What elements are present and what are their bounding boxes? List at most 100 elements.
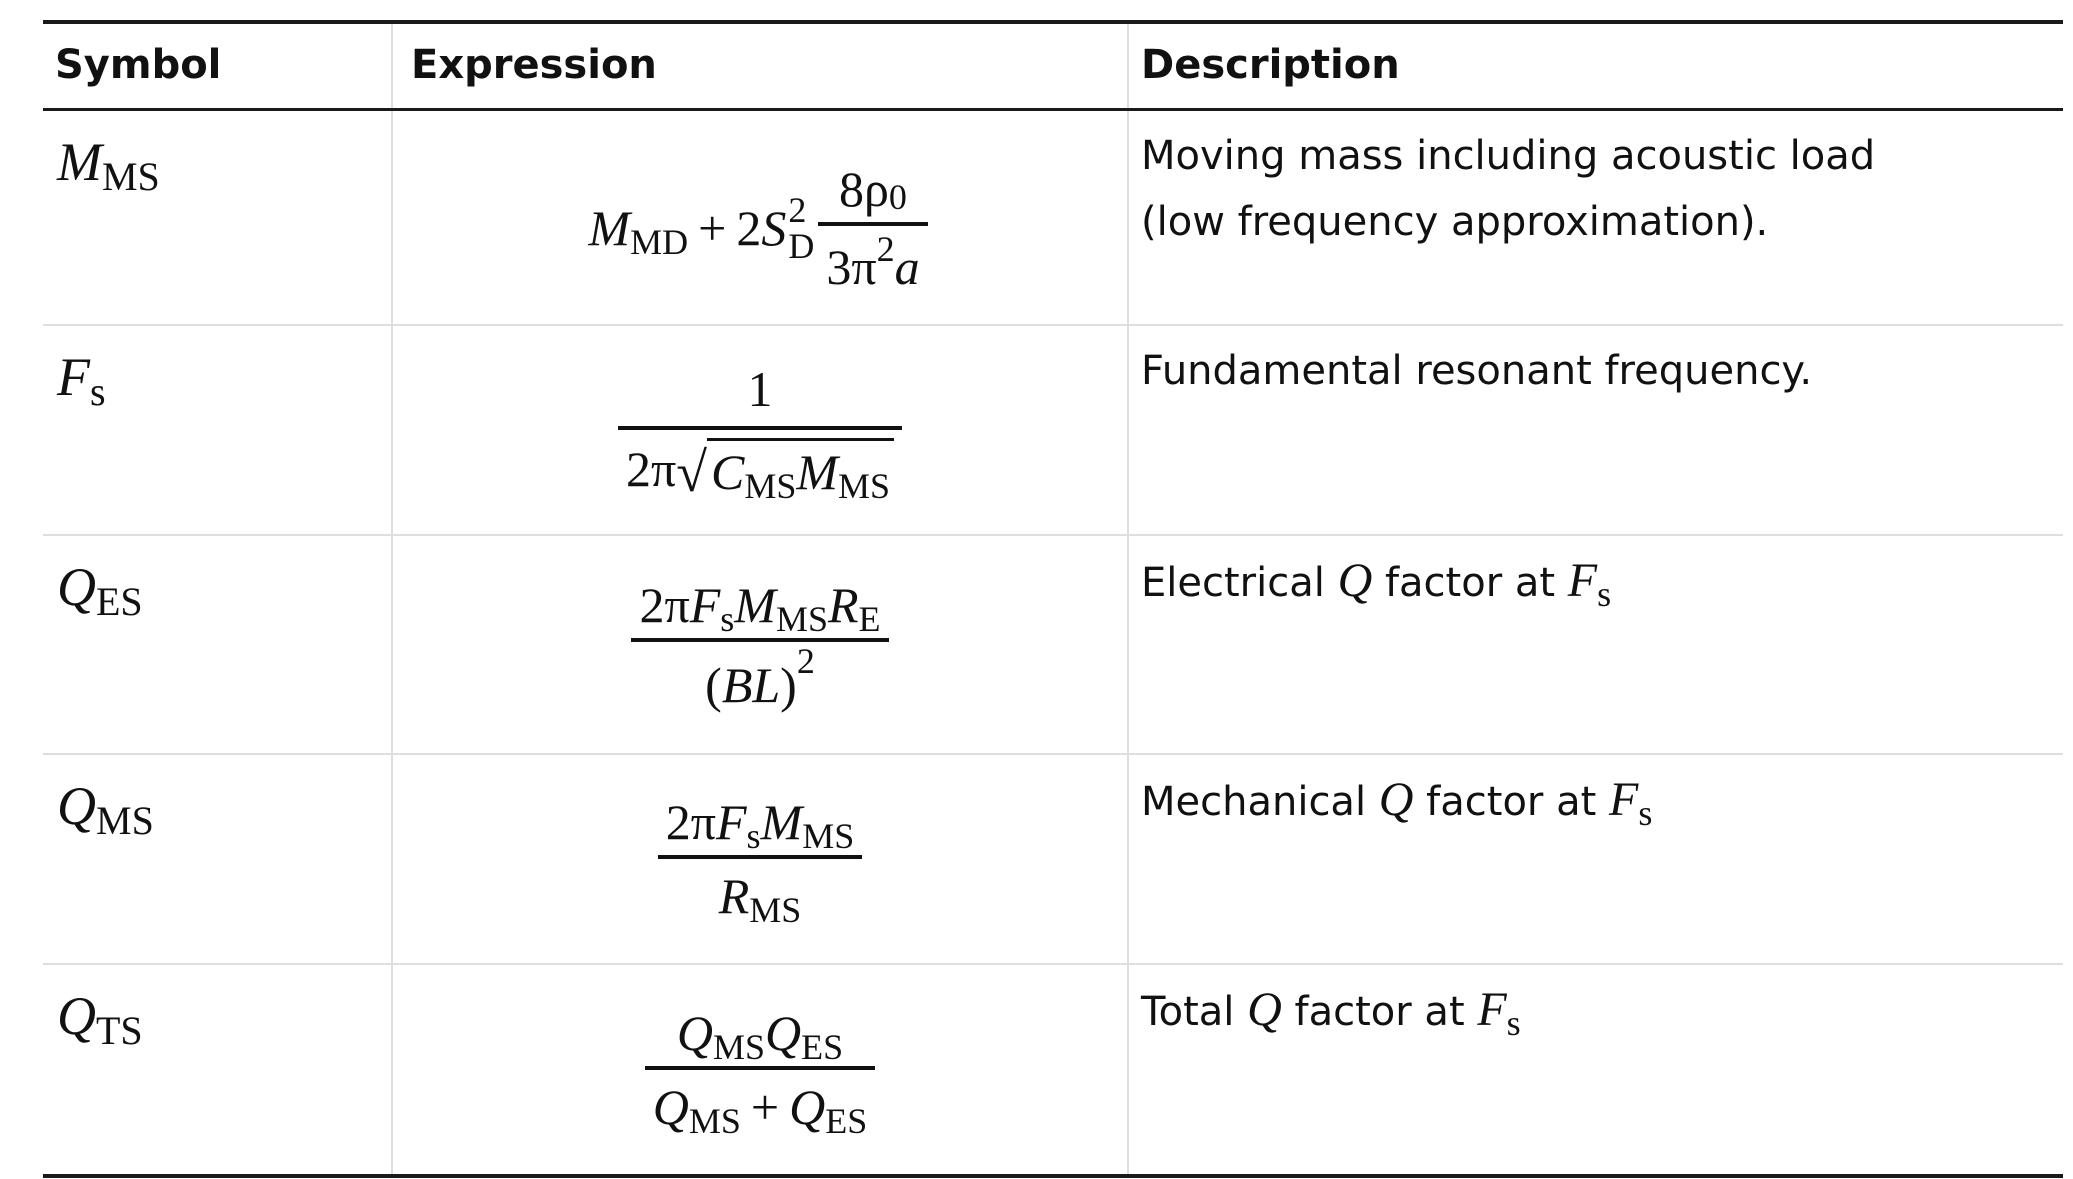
expr-sub: MS (838, 465, 891, 506)
frac-den: 2π (625, 441, 677, 497)
expr-var: Q (789, 1078, 826, 1135)
paren-close: ) (780, 656, 797, 713)
symbol-var: Q (57, 557, 96, 617)
symbol-sub: s (90, 369, 106, 414)
expr-var: R (827, 576, 859, 633)
desc-var: Q (1337, 554, 1373, 607)
description-text: Electrical Q factor at Fs (1129, 536, 2063, 617)
paren-open: ( (705, 656, 722, 713)
description-text: Mechanical Q factor at Fs (1129, 755, 2063, 836)
desc-text: Total (1141, 989, 1248, 1035)
expr-sub: MS (775, 598, 828, 639)
expr-var: Q (765, 1004, 802, 1061)
symbol-mms: MMS (43, 111, 391, 199)
header-expression: Expression (393, 24, 1129, 108)
expr-sub: MS (744, 465, 797, 506)
expr-sub: s (720, 598, 735, 639)
expr-sub: MS (688, 1100, 741, 1141)
desc-var: F (1608, 773, 1639, 826)
expr-var: F (716, 794, 747, 850)
symbol-sub: ES (96, 579, 143, 624)
symbol-sub: MS (101, 154, 160, 199)
expr-var: C (710, 443, 745, 500)
desc-sub: s (1638, 793, 1653, 833)
frac-den: 3π (826, 238, 877, 295)
fraction-bar (631, 637, 889, 642)
expr-var: Q (676, 1004, 713, 1061)
expr-sub: s (746, 816, 761, 856)
expr-var: M (588, 199, 631, 256)
symbol-var: F (57, 347, 90, 407)
description-cell: Moving mass including acoustic load (low… (1129, 111, 2063, 324)
symbol-var: Q (57, 776, 96, 836)
symbol-qes: QES (43, 536, 391, 624)
fraction-bar (657, 855, 863, 859)
expr-sup: 2 (788, 189, 807, 230)
symbol-cell: MMS (43, 111, 393, 324)
symbol-var: Q (57, 986, 96, 1046)
description-line: (low frequency approximation). (1141, 199, 1769, 245)
symbol-sub: MS (96, 798, 154, 843)
expr-var: M (760, 794, 803, 850)
symbol-qts: QTS (43, 965, 391, 1053)
frac-num-sub: 0 (888, 176, 907, 217)
frac-den-var: R (718, 868, 750, 924)
frac-den-sup: 2 (876, 228, 895, 269)
symbol-var: M (57, 132, 102, 192)
expr-sub: MS (712, 1026, 765, 1067)
expr-sub: ES (801, 1026, 844, 1067)
desc-text: Mechanical (1141, 779, 1379, 825)
symbol-qms: QMS (43, 755, 391, 843)
symbol-cell: Fs (43, 326, 393, 534)
symbol-cell: QES (43, 536, 393, 753)
description-text: Total Q factor at Fs (1129, 965, 2063, 1046)
desc-sub: s (1597, 574, 1612, 614)
desc-sub: s (1506, 1003, 1521, 1043)
expr-var: S (761, 199, 787, 256)
sqrt-sign-icon: √ (676, 441, 707, 504)
expr-var: M (734, 576, 776, 633)
desc-var: F (1477, 983, 1507, 1036)
description-text: Fundamental resonant frequency. (1141, 348, 1813, 394)
fraction-bar (644, 1065, 876, 1070)
desc-var: Q (1378, 773, 1414, 826)
expr-sub: ES (825, 1100, 868, 1141)
frac-num: 2π (639, 576, 690, 633)
description-cell: Electrical Q factor at Fs (1129, 536, 2063, 753)
table-header-row: Symbol Expression Description (43, 24, 2063, 111)
description-text: Moving mass including acoustic load (low… (1129, 111, 2063, 255)
frac-num: 2π (665, 794, 716, 850)
expr-sub: MD (630, 221, 689, 262)
desc-var: Q (1247, 983, 1282, 1036)
description-cell: Mechanical Q factor at Fs (1129, 755, 2063, 963)
expr-var: F (689, 576, 721, 633)
symbol-cell: QMS (43, 755, 393, 963)
expr-plus: + (750, 1078, 780, 1135)
expr-var: Q (652, 1078, 689, 1135)
frac-den-sub: MS (749, 890, 802, 930)
fraction-bar (818, 221, 928, 226)
expr-sub: E (858, 598, 881, 639)
desc-text: factor at (1281, 989, 1478, 1035)
expr-coef: 2 (736, 199, 762, 256)
header-description: Description (1141, 42, 1400, 88)
frac-num: 8ρ (838, 160, 889, 217)
frac-den-var: a (894, 238, 920, 295)
symbol-sub: TS (96, 1008, 143, 1053)
